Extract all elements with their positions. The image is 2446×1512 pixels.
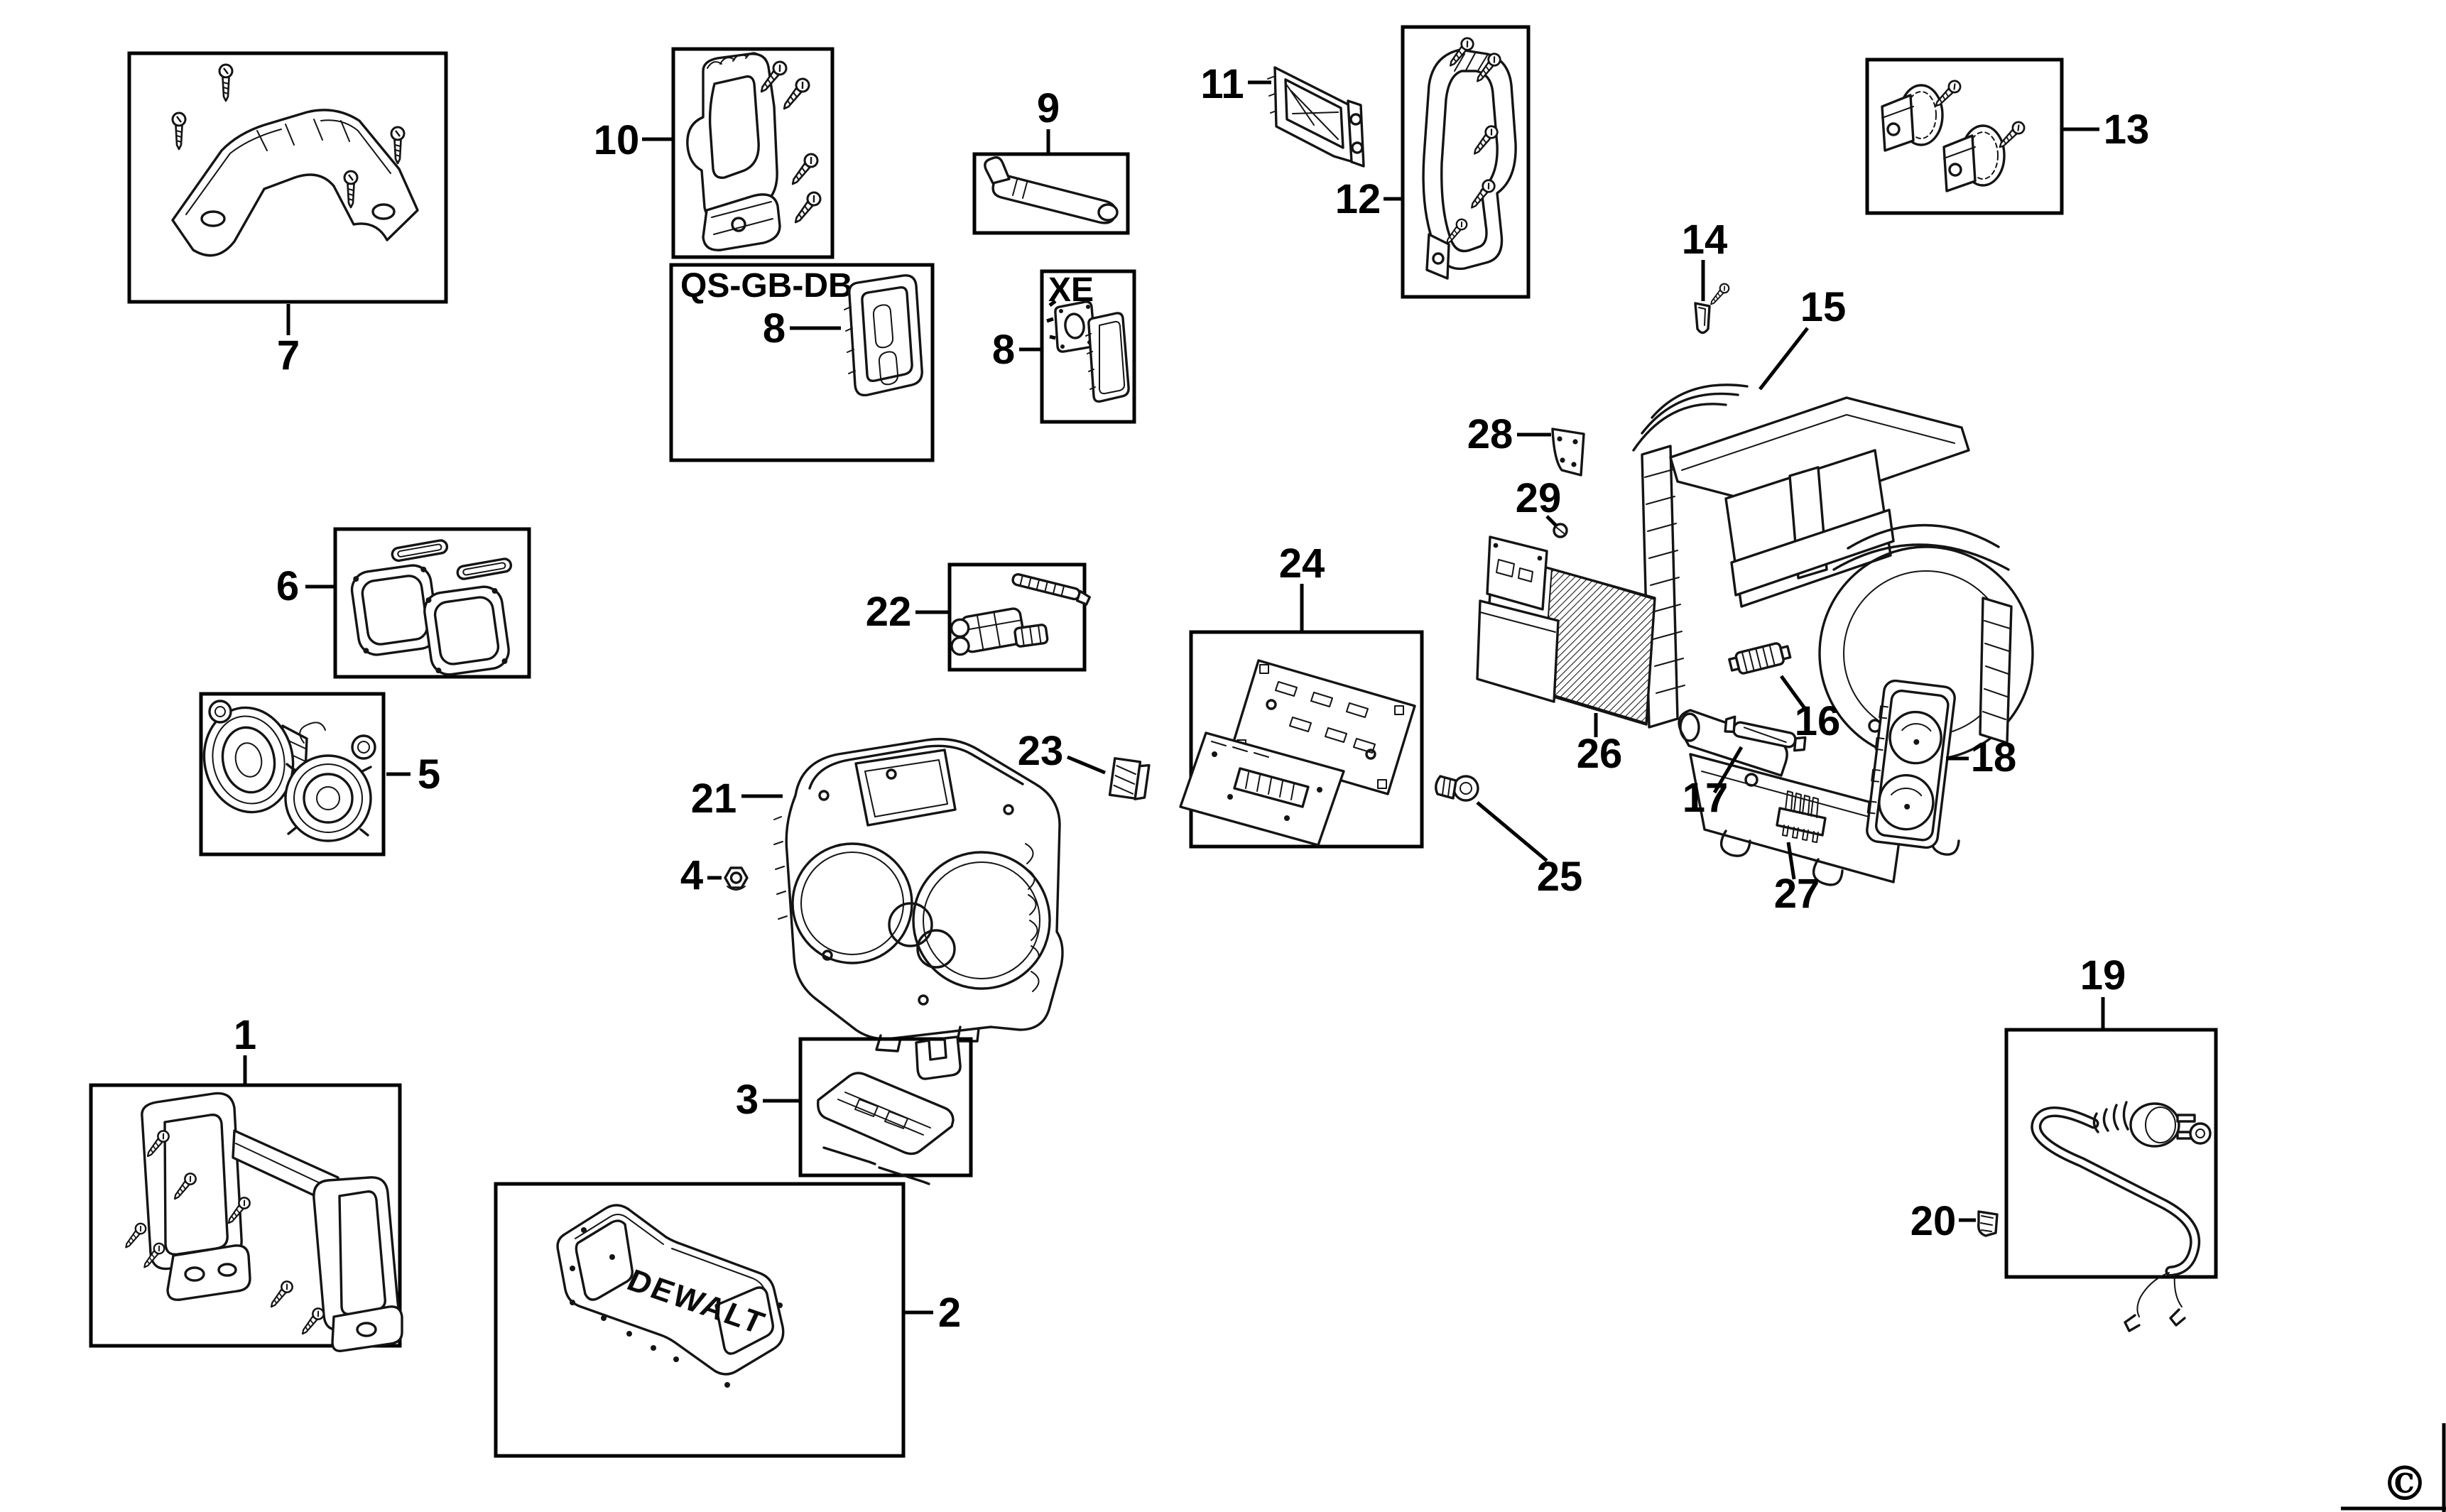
part-box-5 [199,692,386,856]
part-box-3 [798,1037,973,1177]
group-label-qs-gb-db: QS-GB-DB [680,267,853,305]
part-label-18: 18 [1971,734,2017,781]
part-label-20: 20 [1910,1198,1957,1244]
part-drawing-5 [202,700,376,842]
part-drawing-8-qs [844,274,923,397]
part-label-29: 29 [1516,475,1562,521]
part-label-21: 21 [691,776,737,822]
part-drawing-8-xe [1046,300,1130,403]
part-label-28: 28 [1467,411,1513,457]
part-label-8-qs: 8 [763,305,786,352]
part-box-13 [1865,58,2064,215]
part-label-22: 22 [866,589,912,635]
part-leader-17 [1712,746,1744,794]
part-label-23: 23 [1018,728,1064,774]
part-label-17: 17 [1683,775,1729,821]
part-leader-23 [1067,755,1106,775]
part-box-10 [671,47,835,259]
part-box-12 [1401,25,1531,299]
part-box-9 [972,152,1130,235]
part-drawing-7 [171,63,419,257]
part-label-9: 9 [1037,85,1060,131]
group-box-xe [1040,269,1136,424]
part-label-12: 12 [1335,176,1381,222]
part-label-5: 5 [418,751,440,798]
part-drawing-16 [1728,642,1792,675]
part-drawing-10 [686,52,825,251]
part-label-24: 24 [1279,540,1325,587]
part-label-19: 19 [2080,952,2126,999]
part-box-6 [333,527,531,679]
part-drawing-24 [1179,659,1416,847]
part-drawing-4 [724,866,749,891]
part-leader-27 [1786,842,1796,880]
part-label-1: 1 [234,1012,256,1058]
part-drawing-11 [1267,66,1365,168]
part-drawing-20 [1977,1210,1999,1237]
part-label-6: 6 [276,563,299,609]
part-label-13: 13 [2104,107,2150,153]
part-box-19 [2004,1028,2218,1279]
group-box-qs-gb-db [669,263,935,462]
part-label-15: 15 [1800,284,1847,330]
copyright-symbol: © [2381,1456,2428,1511]
part-drawing-17 [1724,715,1807,752]
part-box-24 [1189,630,1424,849]
part-leader-29 [1545,515,1558,527]
part-drawing-2: DEWALT [556,1204,785,1388]
part-label-27: 27 [1774,871,1820,917]
part-drawing-22 [950,573,1091,656]
part-drawing-29 [1553,523,1568,538]
part-drawing-13 [1881,77,2028,192]
part-drawing-25 [1435,775,1479,802]
part-label-4: 4 [680,852,703,898]
part-drawing-28 [1551,428,1585,477]
part-drawing-14 [1694,281,1732,335]
part-leader-15 [1759,327,1809,391]
part-box-1 [89,1083,402,1348]
part-box-2 [494,1182,906,1458]
part-drawing-23 [1108,757,1151,800]
part-label-11: 11 [1200,61,1244,107]
part-drawing-12 [1422,34,1517,280]
part-box-22 [947,562,1087,672]
part-label-26: 26 [1577,731,1623,777]
part-label-3: 3 [736,1077,759,1123]
part-drawing-3 [817,1035,962,1185]
page-corner-border [2341,1423,2446,1512]
part-drawing-6 [350,539,513,676]
part-box-7 [127,51,448,304]
part-drawing-21 [773,737,1064,1053]
part-label-7: 7 [277,332,300,379]
part-drawing-27 [1776,790,1827,843]
part-drawing-1 [121,1092,403,1352]
part-label-8-xe: 8 [992,327,1015,373]
part-label-2: 2 [938,1290,961,1336]
part-label-10: 10 [594,117,640,163]
part-leader-25 [1476,801,1548,862]
part-drawing-26 [1476,535,1656,726]
part-label-25: 25 [1537,854,1583,900]
part-drawing-18 [1866,679,1956,849]
part-label-14: 14 [1682,217,1728,263]
part-drawing-19 [2031,1101,2212,1332]
part-drawing-9 [984,156,1119,224]
part-leader-16 [1779,675,1808,712]
